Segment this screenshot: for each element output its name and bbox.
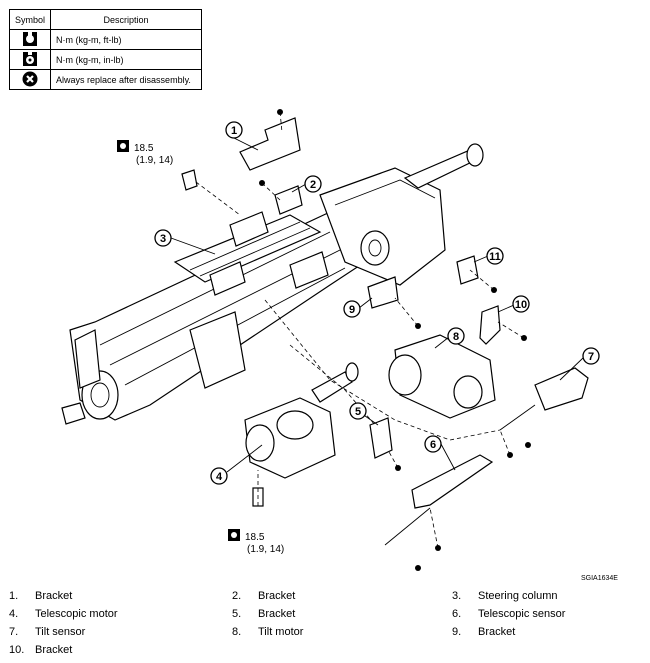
legend-description: N·m (kg-m, ft-lb) bbox=[50, 29, 203, 50]
bracket-1-drawing bbox=[239, 109, 301, 171]
callout-7: 7 bbox=[582, 347, 600, 365]
torque-value-upper: 18.5 bbox=[134, 143, 154, 154]
callout-10: 10 bbox=[512, 295, 530, 313]
bolt-upper-drawing bbox=[181, 169, 198, 191]
svg-text:7: 7 bbox=[588, 351, 594, 363]
bracket-2-drawing bbox=[259, 180, 303, 215]
callout-4: 4 bbox=[210, 467, 228, 485]
steering-column-drawing bbox=[61, 143, 484, 425]
tilt-sensor-drawing bbox=[499, 367, 589, 458]
torque-spec-upper: 18.5 (1.9, 14) bbox=[117, 140, 173, 166]
svg-text:8: 8 bbox=[453, 331, 459, 343]
callout-6: 6 bbox=[424, 435, 442, 453]
svg-text:5: 5 bbox=[355, 406, 361, 418]
callout-11: 11 bbox=[486, 247, 504, 265]
legend-row: Always replace after disassembly. bbox=[8, 69, 203, 90]
callout-9: 9 bbox=[343, 300, 361, 318]
legend-symbol-cell bbox=[8, 29, 52, 50]
torque-wrench-icon bbox=[117, 140, 129, 152]
legend-symbol-cell bbox=[8, 69, 52, 90]
tilt-motor-drawing bbox=[388, 334, 496, 419]
legend-description: Always replace after disassembly. bbox=[50, 69, 203, 90]
callout-3: 3 bbox=[154, 229, 172, 247]
legend-header-symbol: Symbol bbox=[8, 9, 52, 30]
legend-header-row: Symbol Description bbox=[8, 9, 203, 30]
svg-text:11: 11 bbox=[489, 251, 501, 263]
svg-text:9: 9 bbox=[349, 304, 355, 316]
torque-sub-lower: (1.9, 14) bbox=[247, 544, 284, 555]
legend-row: N·m (kg-m, ft-lb) bbox=[8, 29, 203, 50]
callout-8: 8 bbox=[447, 327, 465, 345]
reference-code: SGIA1634E bbox=[581, 575, 618, 582]
torque-value-lower: 18.5 bbox=[245, 532, 265, 543]
torque-nm-kgm-inlb-icon bbox=[23, 51, 37, 66]
torque-spec-lower: 18.5 (1.9, 14) bbox=[228, 529, 284, 555]
torque-nm-kgm-ftlb-icon bbox=[23, 31, 37, 46]
bracket-9-drawing bbox=[367, 276, 421, 329]
torque-wrench-icon bbox=[228, 529, 240, 541]
exploded-view-diagram: 18.5 (1.9, 14) 18.5 (1.9, 14) 1 2 3 4 5 … bbox=[61, 109, 600, 571]
legend-symbol-cell bbox=[8, 49, 52, 70]
telescopic-motor-drawing bbox=[244, 362, 359, 479]
always-replace-icon bbox=[22, 71, 38, 86]
torque-sub-upper: (1.9, 14) bbox=[136, 155, 173, 166]
svg-text:4: 4 bbox=[216, 471, 223, 483]
symbol-legend-table: Symbol Description N·m (kg-m, ft-lb) N·m… bbox=[8, 9, 203, 90]
svg-text:2: 2 bbox=[310, 179, 316, 191]
telescopic-sensor-drawing bbox=[384, 454, 494, 571]
bracket-5-drawing bbox=[369, 417, 401, 471]
svg-text:6: 6 bbox=[430, 439, 436, 451]
callout-5: 5 bbox=[349, 402, 367, 420]
legend-description: N·m (kg-m, in-lb) bbox=[50, 49, 203, 70]
svg-text:10: 10 bbox=[515, 299, 527, 311]
callout-1: 1 bbox=[225, 121, 243, 139]
legend-row: N·m (kg-m, in-lb) bbox=[8, 49, 203, 70]
legend-header-description: Description bbox=[50, 9, 203, 30]
svg-text:1: 1 bbox=[231, 125, 237, 137]
callout-2: 2 bbox=[304, 175, 322, 193]
svg-text:3: 3 bbox=[160, 233, 166, 245]
